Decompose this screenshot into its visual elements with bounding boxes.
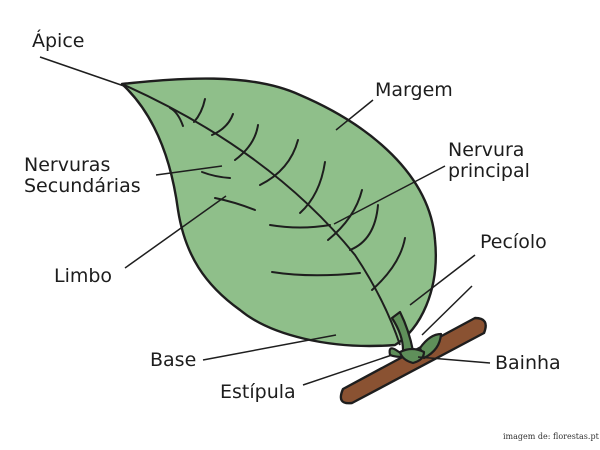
label-base: Base bbox=[150, 349, 197, 371]
leader-line-blade bbox=[124, 195, 227, 269]
vein bbox=[269, 224, 331, 229]
leader-lines bbox=[39, 56, 491, 386]
vein bbox=[299, 161, 326, 214]
label-secondary-line1: Nervuras bbox=[24, 154, 111, 176]
vein bbox=[271, 271, 361, 277]
vein bbox=[169, 107, 184, 127]
leader-line-sheath bbox=[417, 356, 491, 364]
label-blade: Limbo bbox=[54, 265, 113, 287]
leaf-blade bbox=[120, 77, 437, 348]
sheath-and-stipules bbox=[388, 332, 443, 365]
label-secondary-veins: Nervuras Secundárias bbox=[24, 155, 141, 197]
leader-line-branch-mark bbox=[421, 285, 473, 336]
vein bbox=[211, 113, 234, 136]
label-midrib: Nervura principal bbox=[448, 140, 530, 182]
midrib-vein bbox=[121, 83, 401, 346]
label-margin: Margem bbox=[375, 79, 453, 101]
label-secondary-line2: Secundárias bbox=[24, 175, 141, 197]
leader-line-base bbox=[202, 334, 337, 361]
sheath bbox=[398, 347, 426, 365]
label-stipule: Estípula bbox=[220, 381, 296, 403]
leader-line-apex bbox=[39, 56, 125, 87]
vein bbox=[259, 139, 299, 186]
label-sheath: Bainha bbox=[495, 352, 561, 374]
vein bbox=[349, 204, 379, 251]
leader-line-petiole bbox=[409, 254, 476, 306]
label-midrib-line2: principal bbox=[448, 160, 530, 182]
vein bbox=[234, 124, 259, 161]
label-petiole: Pecíolo bbox=[480, 231, 547, 253]
leader-line-secondary bbox=[155, 165, 223, 176]
vein bbox=[371, 237, 406, 291]
vein bbox=[193, 98, 206, 123]
label-midrib-line1: Nervura bbox=[448, 139, 525, 161]
vein bbox=[201, 171, 231, 179]
vein bbox=[214, 197, 256, 211]
leader-line-margin bbox=[335, 99, 374, 131]
label-apex: Ápice bbox=[32, 30, 85, 52]
leader-line-stipule bbox=[302, 354, 393, 386]
stipule bbox=[418, 332, 443, 360]
vein bbox=[327, 189, 363, 241]
leader-line-midrib bbox=[333, 165, 446, 225]
image-credit: imagem de: florestas.pt bbox=[503, 432, 599, 441]
secondary-veins bbox=[169, 98, 406, 291]
